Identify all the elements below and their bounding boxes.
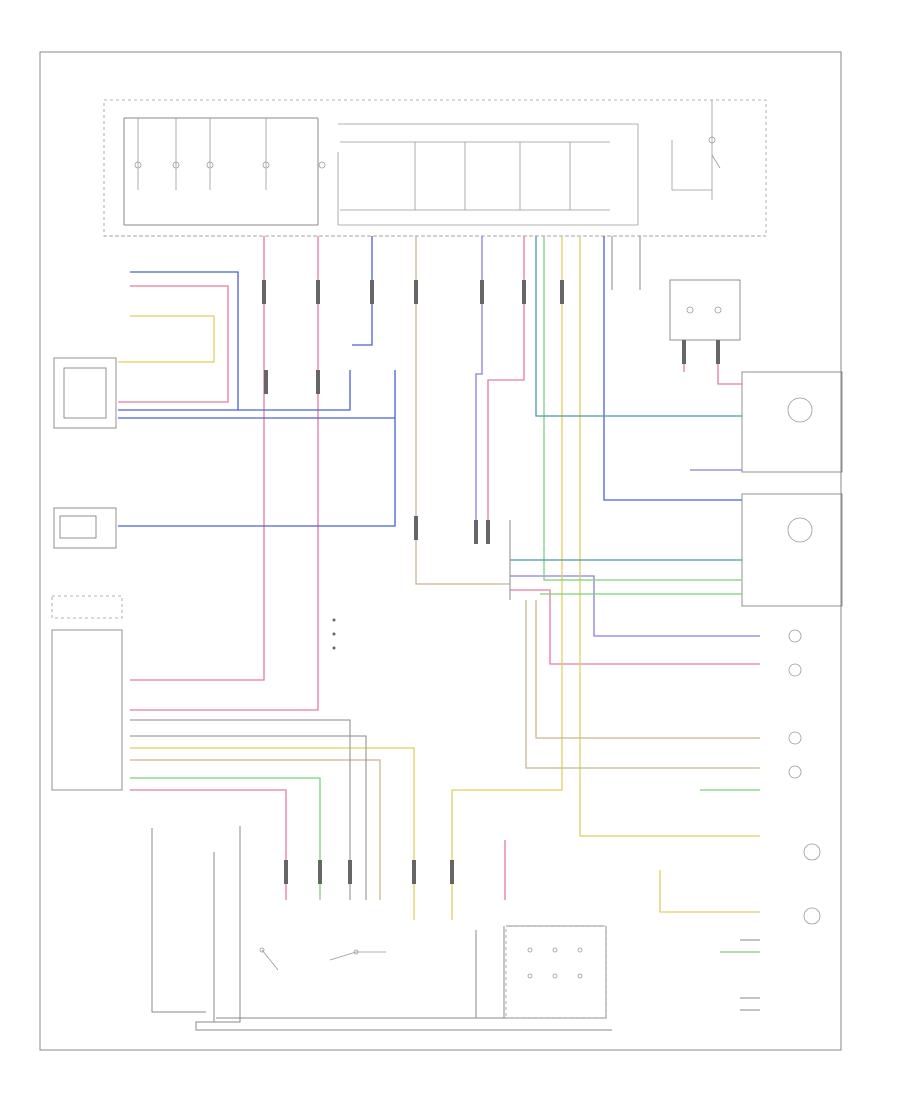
fuse-symbols [134,118,326,190]
wires-blue [118,236,742,527]
component-right-lamp-1 [741,371,843,473]
relay-top-right [671,100,721,200]
wires-tan [130,236,760,900]
component-right-lamp-2 [741,493,843,607]
wires-violet [475,236,760,637]
diagram-frame [39,51,842,1051]
component-right-bulbs [788,629,821,925]
wires-green [130,236,760,953]
component-left-module-2 [53,507,117,549]
component-left-module-1 [53,357,117,429]
bottom-switch-assembly [259,925,607,1019]
component-right-relay [669,279,741,341]
legend [332,618,336,650]
fuse-box-top [103,99,767,237]
component-left-connector-3 [51,595,123,791]
wires-yellow [118,236,760,920]
connector-marks [262,280,720,884]
wires-gray [130,236,760,1031]
wires-teal [510,236,742,561]
